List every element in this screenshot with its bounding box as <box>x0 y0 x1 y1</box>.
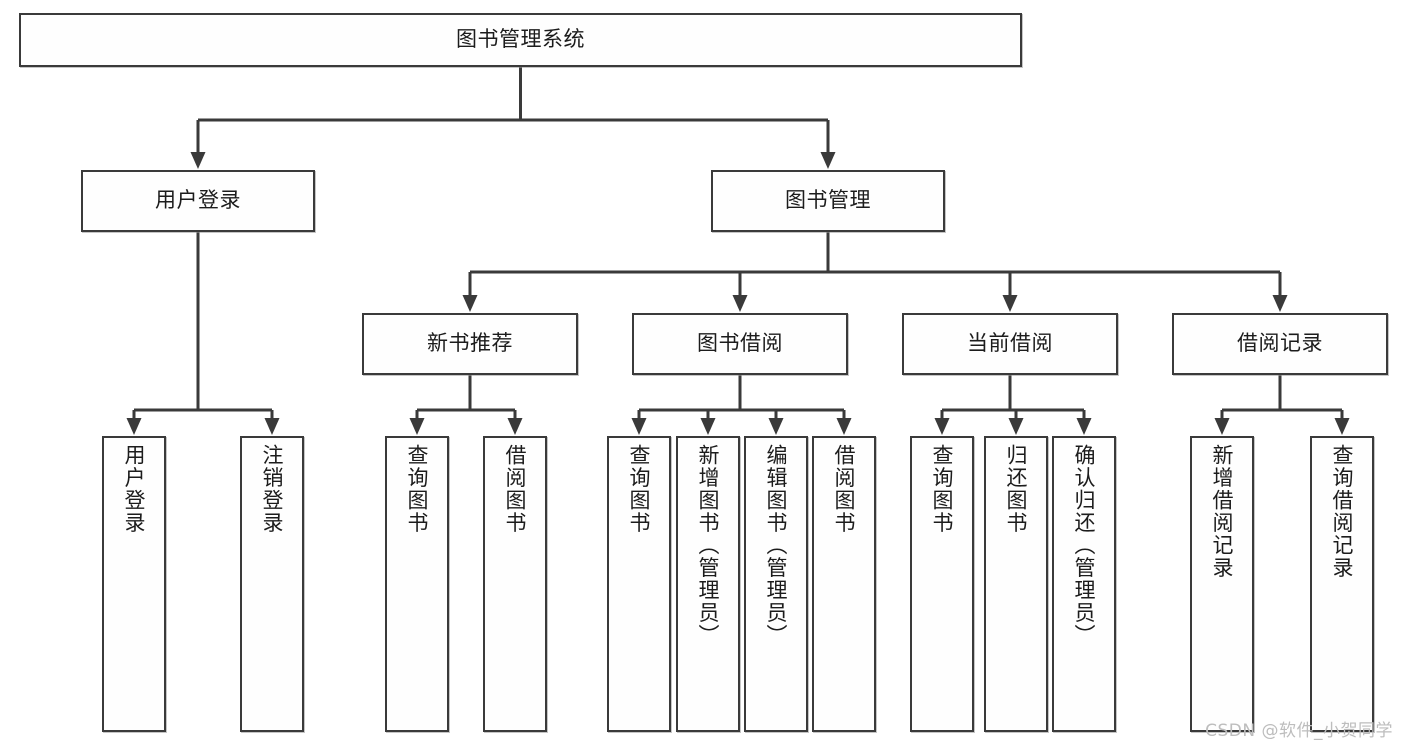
node-label: 用户登录 <box>155 188 241 213</box>
arrow-head-book-manage <box>820 152 836 169</box>
node-label: 借阅记录 <box>1237 331 1323 356</box>
node-label: 当前借阅 <box>967 331 1053 356</box>
node-label: 查询图书 <box>930 444 955 534</box>
node-label: 用户登录 <box>122 444 147 534</box>
node-leaf-query-record[interactable]: 查询借阅记录 <box>1310 436 1374 732</box>
node-label: 图书管理 <box>785 188 871 213</box>
arrow-head-new-book-rec <box>462 295 478 312</box>
node-leaf-return-book[interactable]: 归还图书 <box>984 436 1048 732</box>
arrow-head-leaf-query-record <box>1334 418 1350 435</box>
arrow-head-user-login <box>190 152 206 169</box>
watermark-text: CSDN @软件_小贺同学 <box>1205 721 1393 741</box>
node-leaf-add-book[interactable]: 新增图书（管理员） <box>676 436 740 732</box>
node-label: 归还图书 <box>1004 444 1029 534</box>
node-label: 新增借阅记录 <box>1210 444 1235 579</box>
node-label: 确认归还（管理员） <box>1072 444 1097 647</box>
node-label: 查询图书 <box>627 444 652 534</box>
node-user-login[interactable]: 用户登录 <box>81 170 315 232</box>
node-label: 查询图书 <box>405 444 430 534</box>
arrow-head-current-borrow <box>1002 295 1018 312</box>
node-leaf-logout[interactable]: 注销登录 <box>240 436 304 732</box>
arrow-head-leaf-add-book <box>700 418 716 435</box>
arrow-head-book-borrow <box>732 295 748 312</box>
node-label: 编辑图书（管理员） <box>764 444 789 647</box>
arrow-head-leaf-return-book <box>1008 418 1024 435</box>
node-book-manage[interactable]: 图书管理 <box>711 170 945 232</box>
arrow-head-leaf-confirm-return <box>1076 418 1092 435</box>
node-leaf-confirm-return[interactable]: 确认归还（管理员） <box>1052 436 1116 732</box>
node-label: 借阅图书 <box>832 444 857 534</box>
node-label: 新增图书（管理员） <box>696 444 721 647</box>
node-book-borrow[interactable]: 图书借阅 <box>632 313 848 375</box>
arrow-head-leaf-borrow-book-2 <box>836 418 852 435</box>
arrow-head-leaf-user-login <box>126 418 142 435</box>
node-leaf-borrow-book-2[interactable]: 借阅图书 <box>812 436 876 732</box>
arrow-head-leaf-add-record <box>1214 418 1230 435</box>
arrow-head-leaf-edit-book <box>768 418 784 435</box>
node-leaf-edit-book[interactable]: 编辑图书（管理员） <box>744 436 808 732</box>
node-label: 借阅图书 <box>503 444 528 534</box>
arrow-head-leaf-logout <box>264 418 280 435</box>
node-leaf-query-book-1[interactable]: 查询图书 <box>385 436 449 732</box>
node-label: 新书推荐 <box>427 331 513 356</box>
arrow-head-leaf-query-book-3 <box>934 418 950 435</box>
node-leaf-query-book-2[interactable]: 查询图书 <box>607 436 671 732</box>
node-new-book-rec[interactable]: 新书推荐 <box>362 313 578 375</box>
node-label: 图书借阅 <box>697 331 783 356</box>
node-label: 图书管理系统 <box>456 27 585 52</box>
node-leaf-user-login[interactable]: 用户登录 <box>102 436 166 732</box>
node-label: 注销登录 <box>260 444 285 534</box>
arrow-head-borrow-record <box>1272 295 1288 312</box>
node-root[interactable]: 图书管理系统 <box>19 13 1022 67</box>
node-leaf-query-book-3[interactable]: 查询图书 <box>910 436 974 732</box>
node-borrow-record[interactable]: 借阅记录 <box>1172 313 1388 375</box>
node-current-borrow[interactable]: 当前借阅 <box>902 313 1118 375</box>
arrow-head-leaf-borrow-book-1 <box>507 418 523 435</box>
arrow-head-leaf-query-book-1 <box>409 418 425 435</box>
node-label: 查询借阅记录 <box>1330 444 1355 579</box>
node-leaf-borrow-book-1[interactable]: 借阅图书 <box>483 436 547 732</box>
node-leaf-add-record[interactable]: 新增借阅记录 <box>1190 436 1254 732</box>
arrow-head-leaf-query-book-2 <box>631 418 647 435</box>
